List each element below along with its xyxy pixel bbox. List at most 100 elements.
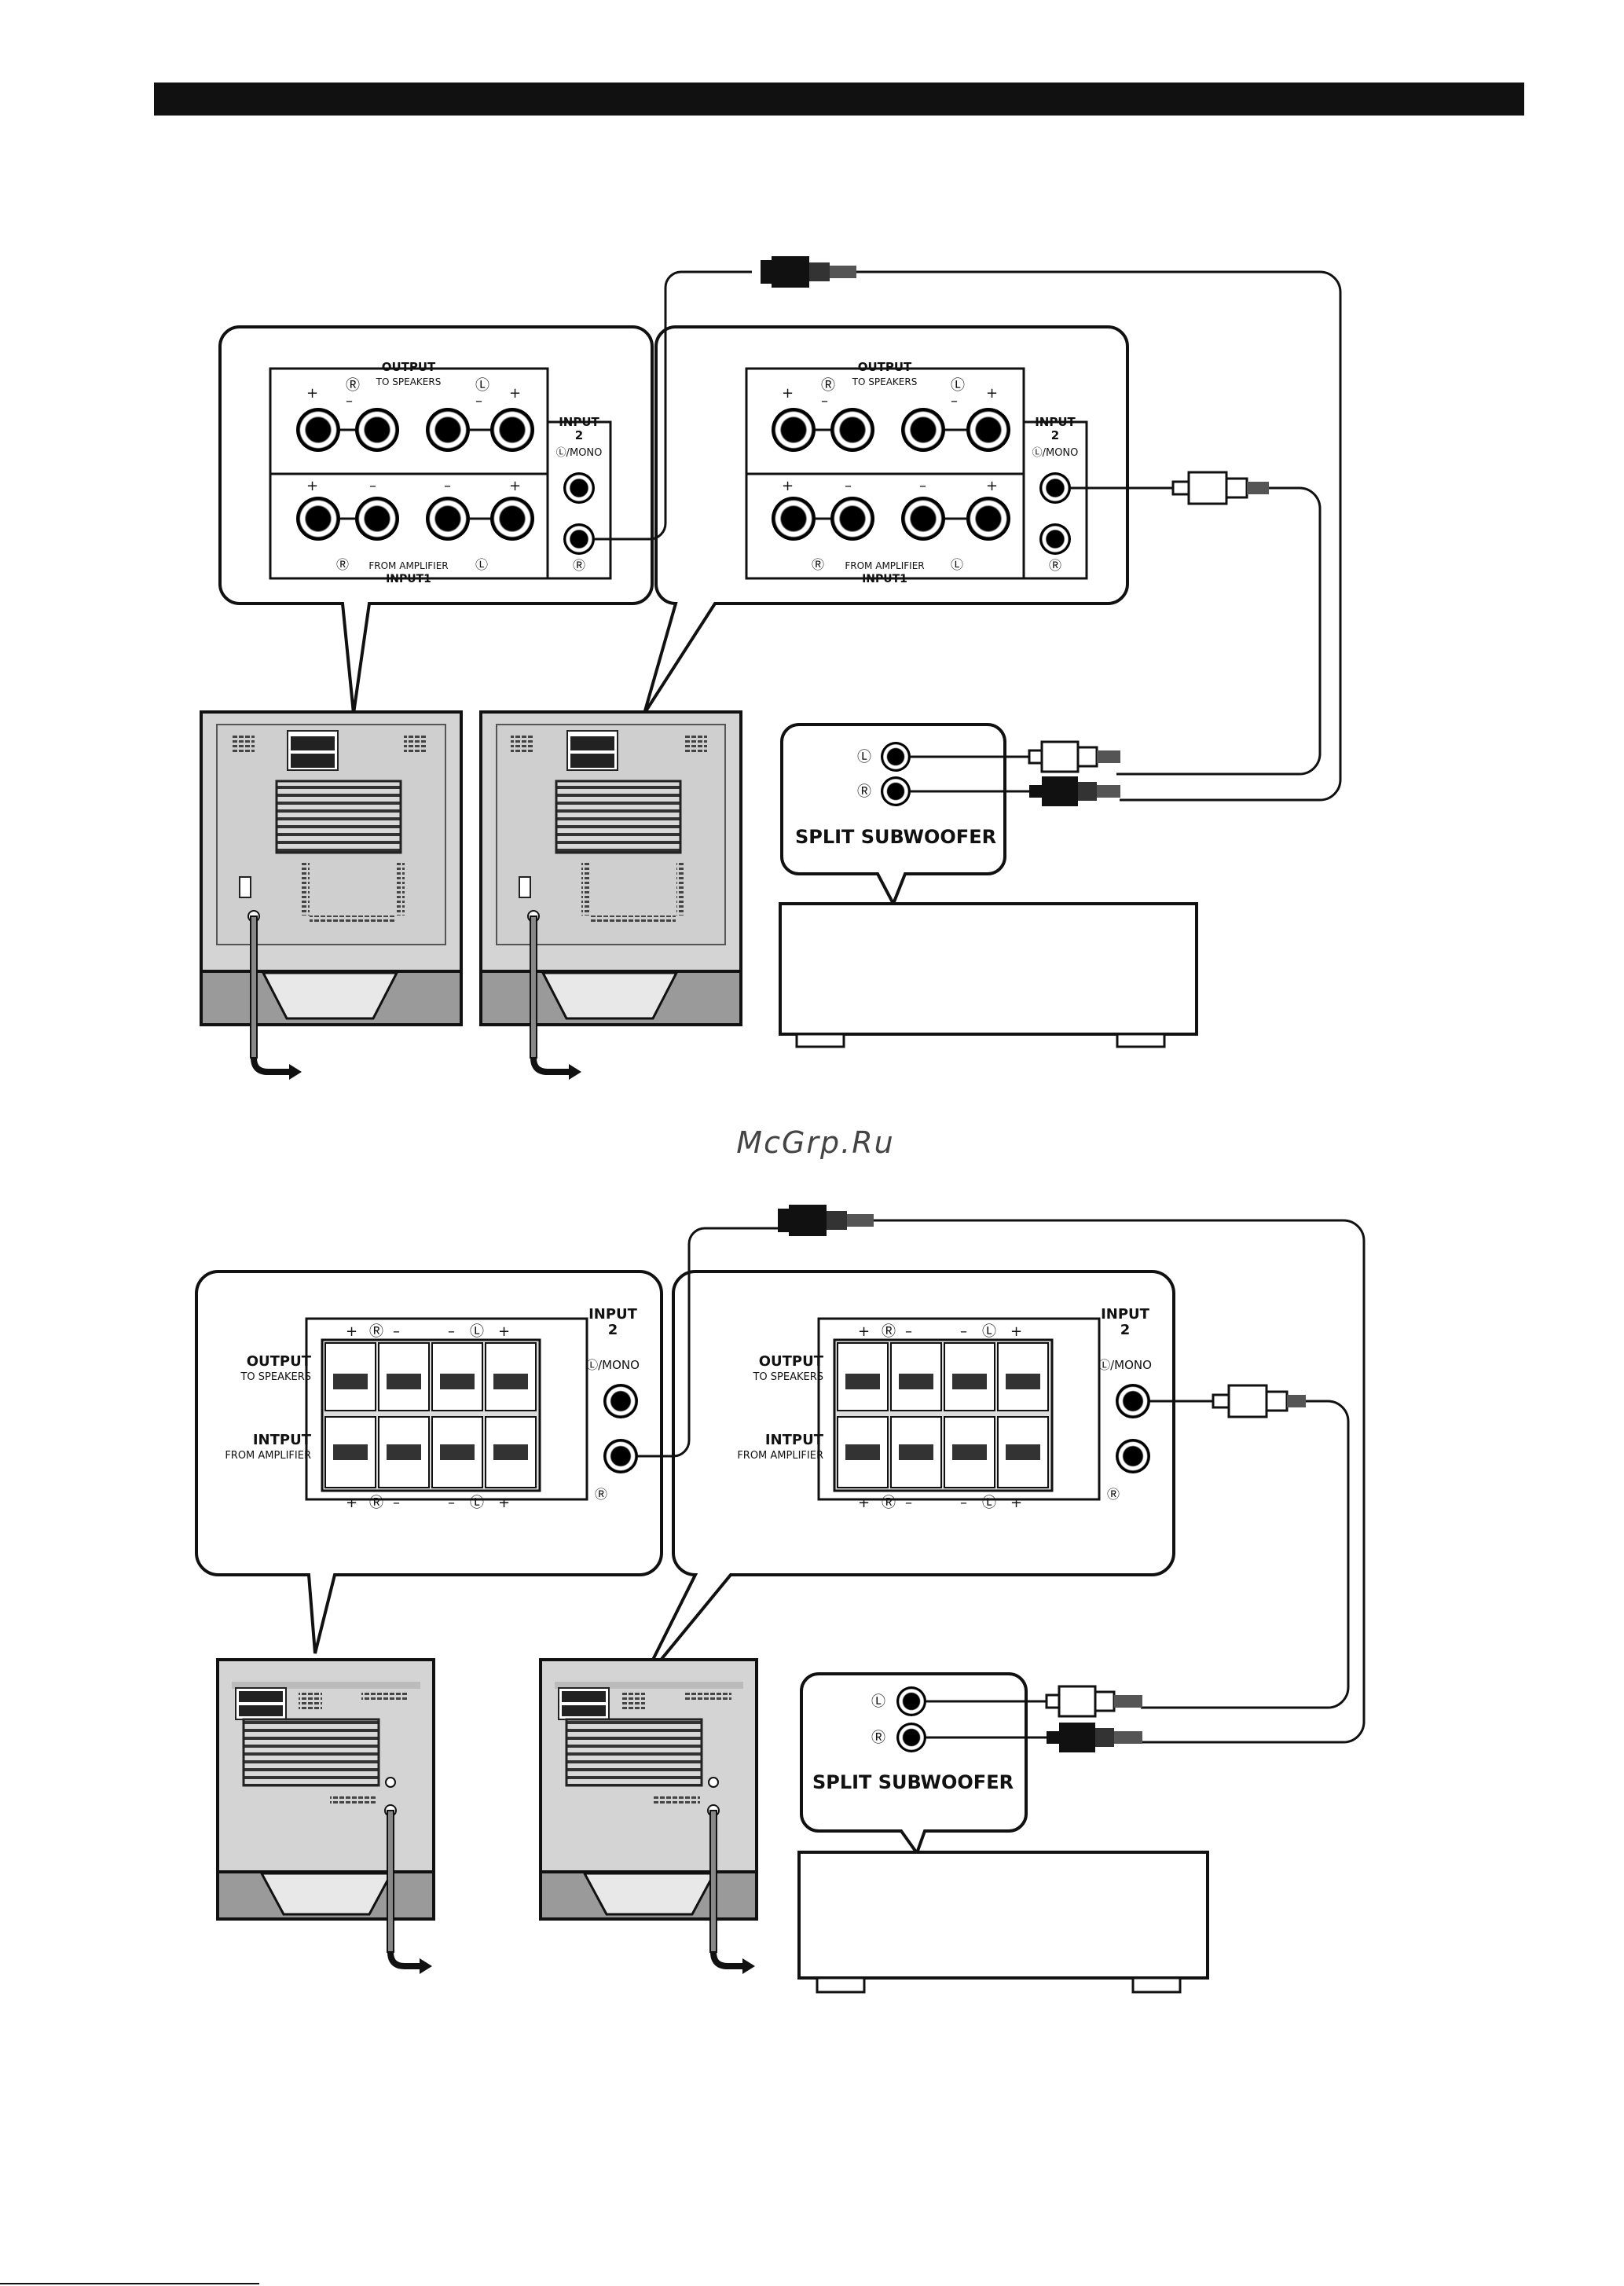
input-label: INPUT	[1035, 415, 1076, 429]
r-label: Ⓡ	[812, 557, 824, 572]
from-amplifier-label: FROM AMPLIFIER	[845, 560, 924, 571]
r-label: Ⓡ	[369, 1495, 383, 1511]
mono-label: Ⓛ/MONO	[1032, 447, 1079, 459]
l-label: Ⓛ	[951, 377, 965, 394]
plus-label: +	[509, 478, 521, 494]
input-label: INPUT	[559, 415, 599, 429]
input1-label: INPUT1	[386, 573, 431, 585]
to-speakers-label: TO SPEAKERS	[752, 1371, 823, 1383]
from-amplifier-label: FROM AMPLIFIER	[368, 560, 448, 571]
input-2-label: 2	[608, 1322, 618, 1338]
input2-r-jack	[1116, 1439, 1150, 1473]
plus-label: +	[346, 1323, 357, 1340]
mono-label: Ⓛ/MONO	[1098, 1358, 1152, 1372]
l-label: Ⓛ	[951, 557, 963, 572]
rca-plug-top-r	[1029, 776, 1120, 806]
input-label: INPUT	[1101, 1306, 1150, 1323]
minus-label: –	[960, 1323, 967, 1340]
rca-plug-top-2	[1171, 471, 1269, 505]
plus-label: +	[498, 1323, 510, 1340]
output-label: OUTPUT	[759, 1353, 824, 1370]
split-subwoofer-label: SPLIT SUBWOOFER	[795, 826, 996, 848]
r-label: Ⓡ	[1107, 1487, 1120, 1502]
input-2-label: 2	[575, 428, 583, 442]
r-label: Ⓡ	[573, 558, 585, 573]
minus-label: –	[821, 393, 828, 409]
plus-label: +	[509, 385, 521, 402]
rca-plug-top-1	[761, 256, 856, 288]
bottom-amplifier: Ⓛ Ⓡ SPLIT SUBWOOFER	[797, 1672, 1209, 1994]
plus-label: +	[858, 1495, 870, 1511]
minus-label: –	[346, 393, 353, 409]
top-amplifier: Ⓛ Ⓡ SPLIT SUBWOOFER	[779, 723, 1198, 1048]
l-label: Ⓛ	[470, 1495, 484, 1511]
intput-label: INTPUT	[253, 1432, 312, 1448]
split-sub-r-jack	[881, 776, 911, 806]
output-label: OUTPUT	[382, 360, 436, 374]
r-label: Ⓡ	[1049, 558, 1061, 573]
plus-label: +	[858, 1323, 870, 1340]
minus-label: –	[905, 1323, 912, 1340]
bottom-subwoofer-right	[539, 1658, 758, 1974]
l-label: Ⓛ	[470, 1323, 484, 1340]
minus-label: –	[845, 478, 852, 494]
minus-label: –	[951, 393, 958, 409]
input-2-label: 2	[1051, 428, 1059, 442]
output-binding-posts	[296, 408, 534, 452]
bottom-subwoofer-left	[216, 1658, 435, 1974]
from-amplifier-label: FROM AMPLIFIER	[225, 1450, 311, 1462]
r-label: Ⓡ	[595, 1487, 607, 1502]
input-label: INPUT	[588, 1306, 638, 1323]
bottom-cables	[638, 1219, 1366, 1744]
input2-l-mono-jack	[603, 1384, 638, 1418]
split-subwoofer-label: SPLIT SUBWOOFER	[812, 1771, 1014, 1793]
mono-label: Ⓛ/MONO	[586, 1358, 640, 1372]
split-sub-l-jack	[881, 742, 911, 772]
l-label: Ⓛ	[475, 557, 488, 572]
rca-plug-bottom-l	[1045, 1685, 1142, 1718]
r-label: Ⓡ	[336, 557, 349, 572]
input1-binding-posts	[296, 497, 534, 541]
l-label: Ⓛ	[982, 1495, 996, 1511]
l-label: Ⓛ	[475, 377, 489, 394]
input-2-label: 2	[1120, 1322, 1131, 1338]
split-sub-r-jack	[896, 1723, 926, 1752]
r-label: Ⓡ	[871, 1730, 885, 1746]
top-cables	[595, 270, 1342, 802]
l-label: Ⓛ	[871, 1693, 885, 1710]
minus-label: –	[919, 478, 926, 494]
to-speakers-label: TO SPEAKERS	[376, 376, 442, 387]
rca-plug-top-l	[1028, 740, 1120, 773]
plus-label: +	[782, 478, 794, 494]
output-label: OUTPUT	[858, 360, 912, 374]
rca-plug-bottom-2	[1212, 1384, 1306, 1418]
input2-l-mono-jack	[563, 472, 595, 504]
r-label: Ⓡ	[882, 1323, 896, 1340]
top-right-terminal-callout: OUTPUT TO SPEAKERS + Ⓡ – Ⓛ – + + – – + Ⓡ…	[643, 325, 1129, 715]
bottom-right-terminal-callout: + Ⓡ – – Ⓛ + + Ⓡ – – Ⓛ + OUTPUT TO SPEAKE…	[639, 1270, 1175, 1686]
plus-label: +	[1010, 1323, 1022, 1340]
plus-label: +	[498, 1495, 510, 1511]
output-label: OUTPUT	[247, 1353, 312, 1370]
plus-label: +	[346, 1495, 357, 1511]
intput-label: INTPUT	[765, 1432, 824, 1448]
header-bar	[154, 83, 1524, 116]
r-label: Ⓡ	[857, 783, 871, 800]
plus-label: +	[782, 385, 794, 402]
plus-label: +	[306, 385, 318, 402]
plus-label: +	[306, 478, 318, 494]
r-label: Ⓡ	[346, 377, 360, 394]
r-label: Ⓡ	[369, 1323, 383, 1340]
r-label: Ⓡ	[882, 1495, 896, 1511]
top-left-terminal-callout: OUTPUT TO SPEAKERS + Ⓡ – Ⓛ – + + – – + Ⓡ…	[218, 325, 654, 714]
minus-label: –	[475, 393, 482, 409]
rca-plug-bottom-1	[778, 1205, 874, 1236]
input1-binding-posts	[772, 497, 1010, 541]
minus-label: –	[448, 1323, 455, 1340]
minus-label: –	[393, 1323, 400, 1340]
split-sub-l-jack	[896, 1686, 926, 1716]
minus-label: –	[448, 1495, 455, 1511]
minus-label: –	[369, 478, 376, 494]
to-speakers-label: TO SPEAKERS	[240, 1371, 311, 1383]
